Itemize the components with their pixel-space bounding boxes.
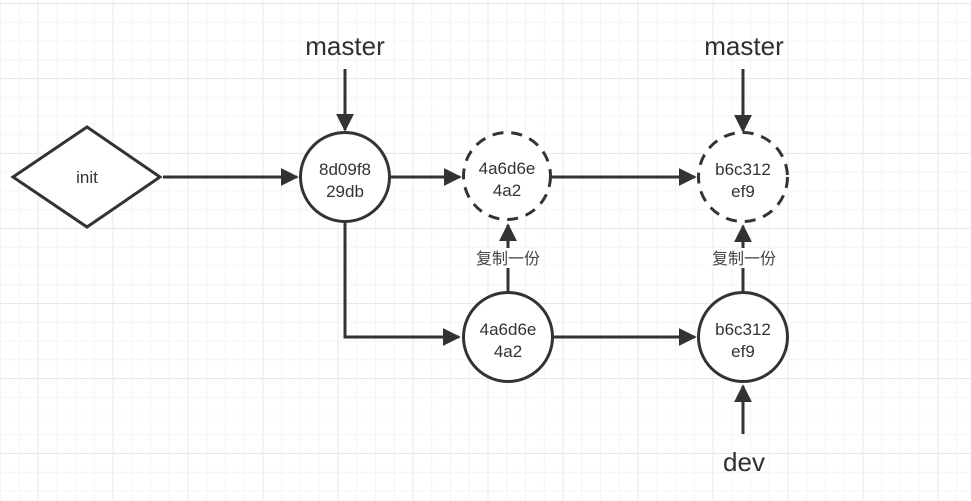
label-copy-left[interactable]: 复制一份 bbox=[473, 248, 543, 268]
label-master-left[interactable]: master bbox=[305, 31, 385, 61]
init-label: init bbox=[76, 168, 98, 187]
commit-b6c312-circle bbox=[697, 291, 789, 383]
node-commit-b6c312[interactable]: b6c312 ef9 bbox=[697, 291, 789, 383]
copy-4a6d6e-line1: 4a6d6e bbox=[479, 159, 536, 178]
node-init[interactable]: init bbox=[10, 125, 163, 229]
init-diamond-shape bbox=[10, 125, 163, 229]
node-commit-4a6d6e[interactable]: 4a6d6e 4a2 bbox=[462, 291, 554, 383]
label-copy-right[interactable]: 复制一份 bbox=[709, 248, 779, 268]
commit-b6c312-line1: b6c312 bbox=[715, 320, 771, 339]
arrow-8d09f8-to-4a6d6e-elbow[interactable] bbox=[343, 223, 461, 346]
label-copy-left-backplate bbox=[473, 248, 543, 268]
copy-b6c312-line1: b6c312 bbox=[715, 160, 771, 179]
copy-4a6d6e-circle bbox=[462, 131, 552, 221]
commit-8d09f8-line1: 8d09f8 bbox=[319, 160, 371, 179]
node-copy-b6c312[interactable]: b6c312 ef9 bbox=[697, 131, 789, 223]
commit-8d09f8-line2: 29db bbox=[326, 182, 364, 201]
commit-b6c312-line2: ef9 bbox=[731, 342, 755, 361]
copy-b6c312-circle bbox=[697, 131, 789, 223]
commit-4a6d6e-line2: 4a2 bbox=[494, 342, 522, 361]
copy-b6c312-line2: ef9 bbox=[731, 182, 755, 201]
label-master-right[interactable]: master bbox=[704, 31, 784, 61]
node-copy-4a6d6e[interactable]: 4a6d6e 4a2 bbox=[462, 131, 552, 221]
commit-4a6d6e-circle bbox=[462, 291, 554, 383]
label-copy-left-text: 复制一份 bbox=[476, 250, 540, 268]
label-dev[interactable]: dev bbox=[723, 447, 765, 477]
copy-4a6d6e-line2: 4a2 bbox=[493, 181, 521, 200]
commit-4a6d6e-line1: 4a6d6e bbox=[480, 320, 537, 339]
label-copy-right-text: 复制一份 bbox=[712, 250, 776, 268]
label-copy-right-backplate bbox=[709, 248, 779, 268]
node-commit-8d09f8[interactable]: 8d09f8 29db bbox=[299, 131, 391, 223]
commit-8d09f8-circle bbox=[299, 131, 391, 223]
